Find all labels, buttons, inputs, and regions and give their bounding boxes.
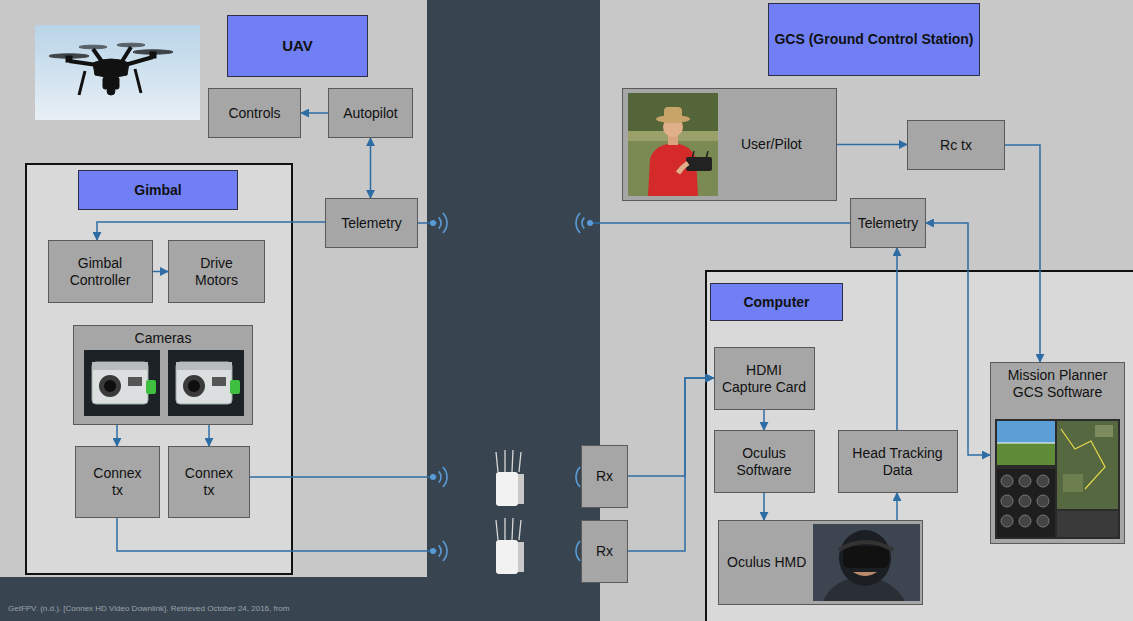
box-label: Telemetry (341, 215, 402, 232)
connector (896, 248, 898, 430)
connector (628, 378, 714, 476)
pilot-box: User/Pilot (622, 88, 837, 201)
connector (301, 112, 328, 114)
citation-note: GetFPV. (n.d.). [Connex HD Video Downlin… (8, 604, 289, 614)
transmitter-box: Connex tx (75, 446, 160, 518)
connector (370, 138, 372, 198)
radio-waves (430, 213, 593, 561)
receiver-box: Rx (581, 520, 628, 583)
connector (418, 222, 850, 224)
box-label: HDMI Capture Card (720, 362, 808, 396)
box-label: Gimbal Controller (53, 255, 148, 289)
process-box: Drive Motors (168, 240, 265, 303)
citation-holder: GetFPV. (n.d.). [Connex HD Video Downlin… (8, 604, 289, 614)
box-label: Rx (596, 468, 613, 485)
router-icon (496, 518, 524, 574)
connector (926, 223, 990, 455)
camera-box: Cameras (73, 325, 253, 425)
box-label: Oculus Software (720, 445, 808, 479)
process-box: Telemetry (850, 198, 926, 248)
uav-panel: ControlsAutopilotTelemetryGimbal Control… (0, 0, 427, 577)
router-icon (496, 450, 524, 506)
process-box: Autopilot (328, 88, 413, 138)
heading-box: GCS (Ground Control Station) (768, 3, 980, 76)
photo (813, 524, 920, 601)
box-label: Rc tx (940, 137, 972, 154)
connector (116, 425, 118, 446)
connector (896, 493, 898, 520)
box-label: Head Tracking Data (843, 445, 953, 479)
gimbal-group: Gimbal Controller Drive MotorsCamerasConn… (25, 163, 293, 575)
connector (250, 476, 581, 478)
box-label: Cameras (135, 330, 192, 347)
photo-image (813, 524, 920, 601)
box-label: Drive Motors (187, 255, 247, 289)
photo (995, 419, 1120, 539)
box-label: User/Pilot (741, 136, 802, 153)
box-label: Connex tx (90, 465, 145, 499)
box-label: Rx (596, 543, 613, 560)
process-box: Controls (208, 88, 301, 138)
box-label: Mission Planner GCS Software (1002, 367, 1114, 401)
connector (763, 493, 765, 520)
heading-label: GCS (Ground Control Station) (774, 31, 973, 48)
photo-image (995, 419, 1120, 539)
connector (153, 271, 169, 273)
process-box: Rc tx (907, 120, 1005, 170)
photo-image (168, 350, 244, 416)
gcs-panel: User/PilotRc txTelemetryRxRxHDMI Capture… (600, 0, 1133, 621)
box-label: Autopilot (343, 105, 397, 122)
headset-box: Oculus HMD (718, 520, 923, 605)
process-box: Gimbal Controller (48, 240, 153, 303)
box-label: Connex tx (182, 465, 237, 499)
heading-box: UAV (227, 15, 368, 77)
box-label: Controls (228, 105, 280, 122)
connector (97, 222, 325, 240)
connector (763, 410, 765, 430)
connector (628, 378, 714, 551)
heading-label: Gimbal (134, 182, 181, 199)
box-label: Oculus HMD (727, 554, 806, 571)
drone-photo (35, 25, 200, 120)
heading-box: Gimbal (78, 170, 238, 210)
box-label: Telemetry (858, 215, 919, 232)
connector (1005, 145, 1040, 362)
process-box: HDMI Capture Card (714, 347, 815, 410)
process-box: Telemetry (325, 198, 418, 248)
heading-label: Computer (743, 294, 809, 311)
transmitter-box: Connex tx (168, 446, 250, 518)
photo (628, 93, 718, 196)
software-box: Mission Planner GCS Software (990, 362, 1125, 544)
computer-group: HDMI Capture CardOculus Software Head Tra… (705, 270, 1133, 621)
heading-label: UAV (282, 37, 313, 55)
heading-box: Computer (710, 283, 843, 321)
photo-image (628, 93, 718, 196)
radio-gap (437, 219, 587, 555)
photo (168, 350, 244, 416)
photo-image (84, 350, 160, 416)
connector (208, 425, 210, 446)
connector (837, 144, 907, 146)
process-box: Oculus Software (714, 430, 815, 493)
photo (84, 350, 160, 416)
connector (117, 518, 581, 551)
receiver-box: Rx (581, 445, 628, 508)
process-box: Head Tracking Data (838, 430, 958, 493)
